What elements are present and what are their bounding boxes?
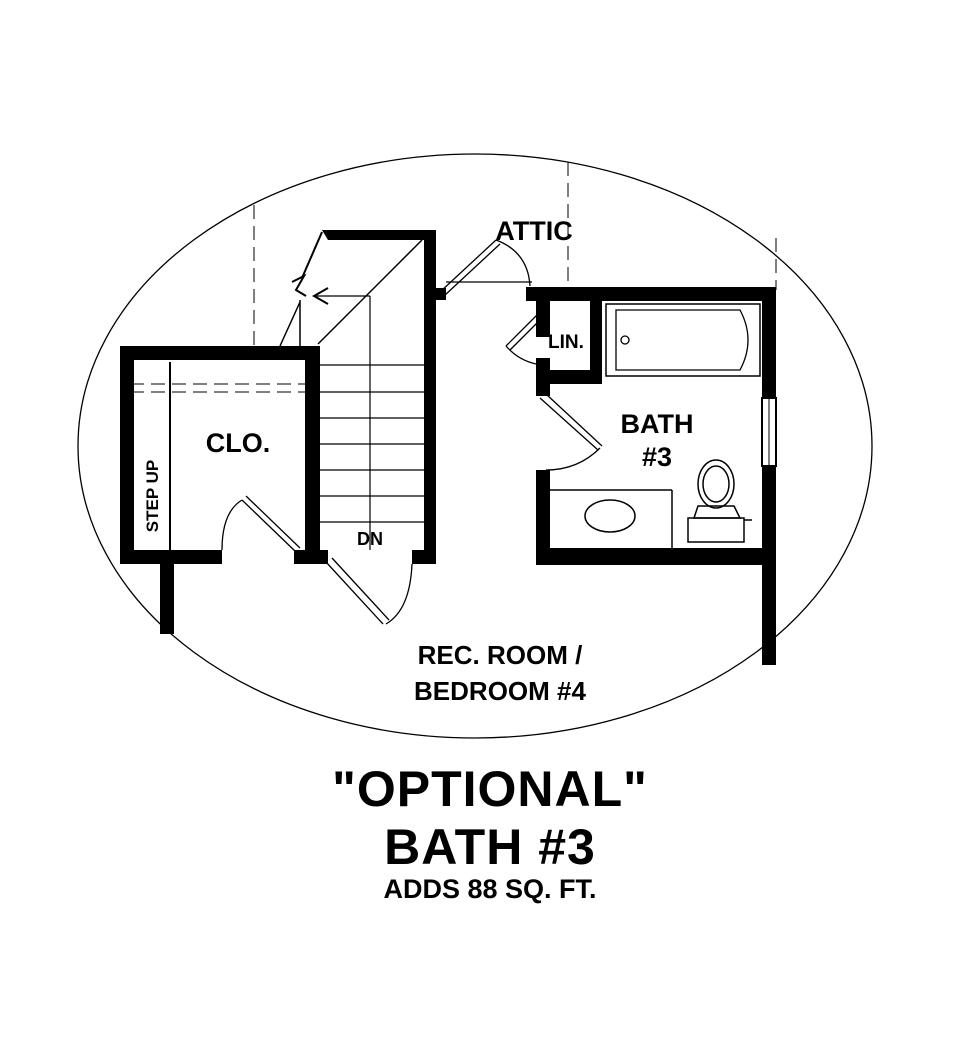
bath-walls [526,287,776,665]
bathtub [605,303,761,377]
caption-area: ADDS 88 SQ. FT. [383,874,597,904]
bath-door [539,393,603,471]
caption-subtitle: BATH #3 [384,819,596,875]
rec-room-label-line2: BEDROOM #4 [414,676,586,706]
stair-treads [320,364,424,523]
closet-walls [120,346,328,634]
linen-label: LIN. [548,332,584,353]
closet-door [221,495,301,553]
vanity [550,489,673,548]
bath-label-line1: BATH [621,409,694,439]
bath-window [761,397,777,467]
attic-access [434,239,538,300]
stair-down-label: DN [357,529,383,549]
stair-door [325,557,413,625]
bath-label-line2: #3 [642,442,672,472]
rec-room-label-line1: REC. ROOM / [418,640,583,670]
toilet [687,459,752,543]
caption-title: "OPTIONAL" [332,761,648,817]
attic-label: ATTIC [495,216,572,246]
step-up-label: STEP UP [143,460,162,532]
closet-label: CLO. [206,428,271,458]
dashed-lines [130,162,777,393]
stair-walls [279,230,436,564]
dormer-outline [77,153,873,739]
linen-door [505,311,545,365]
